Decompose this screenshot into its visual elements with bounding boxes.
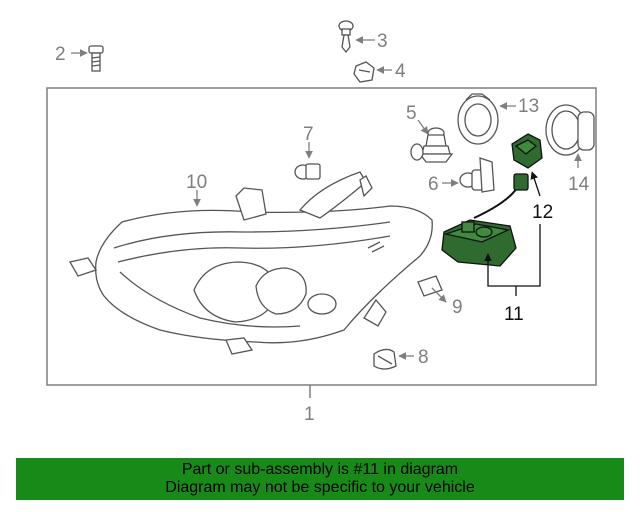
- clip-nut-part-4: [353, 61, 392, 83]
- clip-part-9: [417, 275, 447, 303]
- ballast-part-11: [441, 173, 541, 296]
- screw-part-3: [338, 20, 375, 54]
- cap-part-14: [545, 104, 595, 168]
- callout-6: 6: [428, 174, 439, 195]
- callout-13: 13: [518, 96, 539, 117]
- callout-1: 1: [304, 404, 315, 425]
- ring-part-13: [457, 93, 516, 145]
- bolt-part-2: [71, 45, 104, 72]
- callout-4: 4: [395, 61, 406, 82]
- callout-10: 10: [186, 172, 207, 193]
- socket-part-8: [373, 348, 414, 370]
- callout-5: 5: [406, 103, 417, 124]
- bulb-part-6: [442, 157, 495, 193]
- bulb-part-5: [410, 119, 454, 163]
- callout-2: 2: [55, 44, 66, 65]
- callout-9: 9: [452, 297, 463, 318]
- assembly-frame: [46, 87, 597, 386]
- banner-line-1: Part or sub-assembly is #11 in diagram: [181, 461, 459, 478]
- callout-12: 12: [532, 202, 553, 223]
- callout-11: 11: [504, 304, 524, 325]
- callout-14: 14: [568, 174, 590, 195]
- bulb-part-7: [294, 142, 321, 180]
- headlamp-assembly: [68, 171, 433, 355]
- igniter-part-12: [511, 133, 543, 197]
- info-banner: Part or sub-assembly is #11 in diagram D…: [16, 458, 624, 500]
- callout-7: 7: [303, 124, 314, 145]
- callout-8: 8: [418, 347, 429, 368]
- callout-3: 3: [377, 31, 388, 52]
- banner-line-2: Diagram may not be specific to your vehi…: [165, 479, 475, 496]
